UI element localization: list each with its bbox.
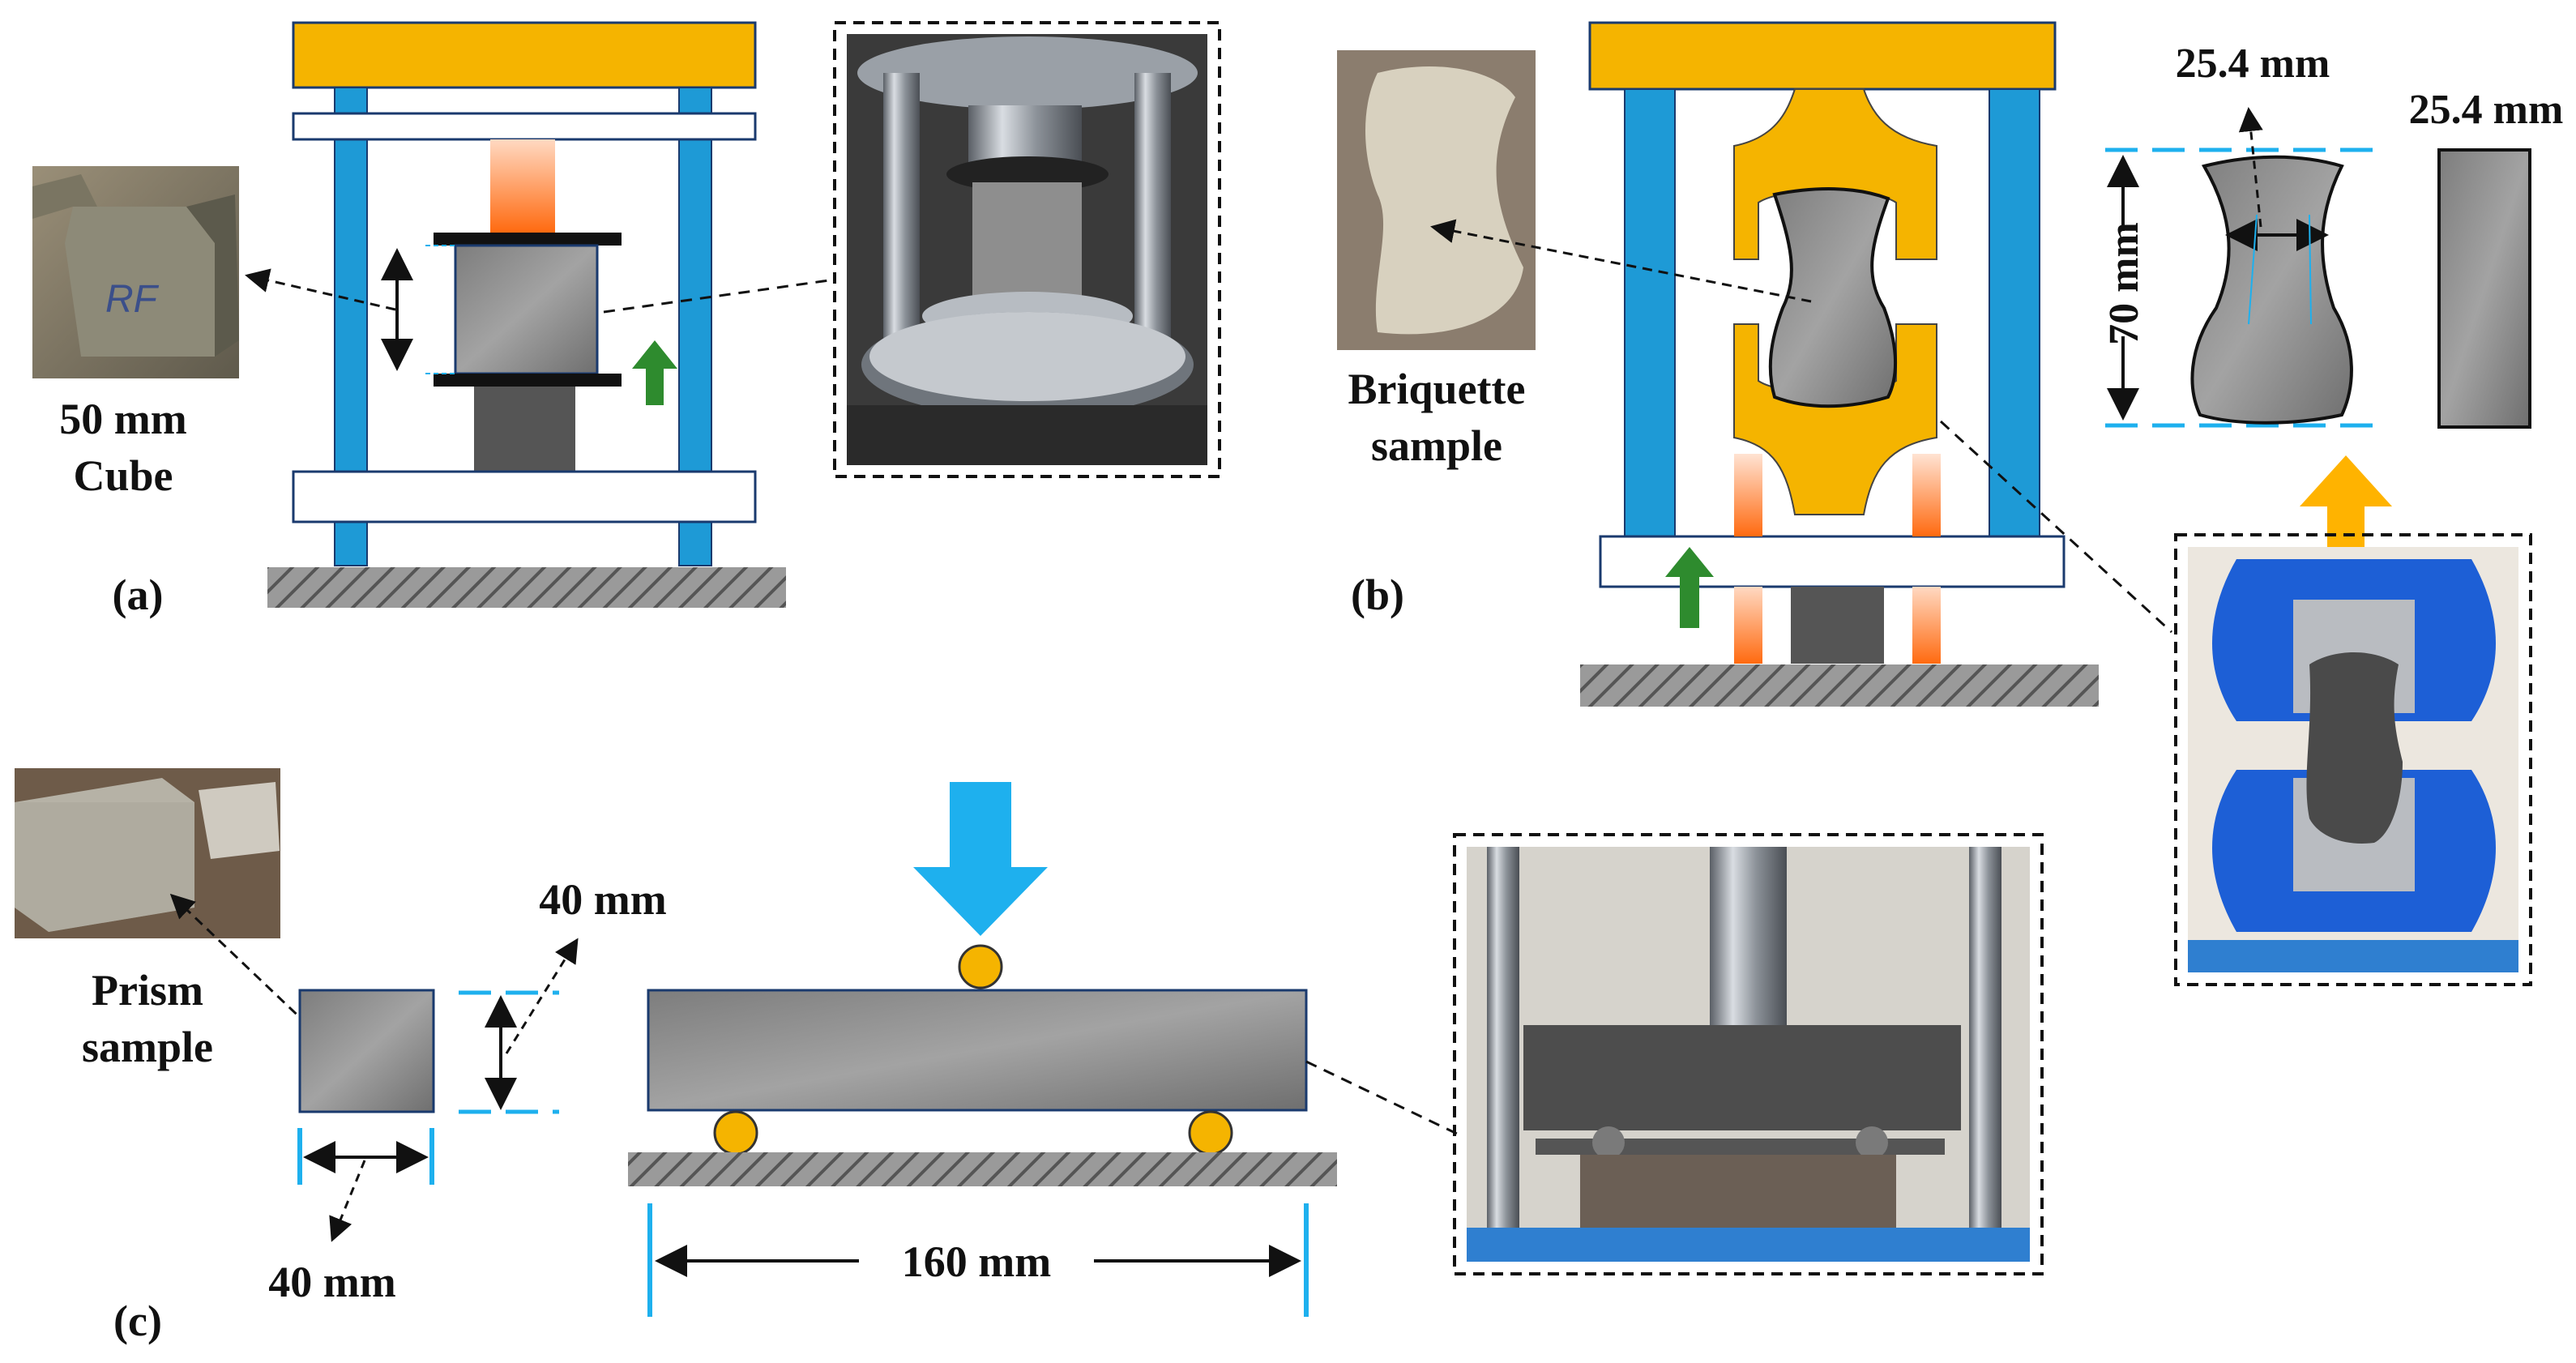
cube-specimen	[454, 244, 599, 375]
support-roller-right	[1188, 1110, 1233, 1156]
upper-platen	[434, 233, 622, 246]
panel-a: RF 50 mm Cube (a)	[32, 21, 1221, 619]
flexure-setup: 160 mm	[628, 782, 1337, 1317]
briquette-specimen	[1768, 187, 1897, 408]
panel-c-label: (c)	[113, 1297, 162, 1345]
frame-column-left-b	[1624, 88, 1676, 544]
frame-top-beam	[292, 21, 757, 89]
ground-base-b	[1580, 664, 2099, 707]
lower-platen	[434, 374, 622, 387]
left-ram-b	[1734, 454, 1762, 536]
prism-caption-line2: sample	[82, 1023, 213, 1071]
support-roller-left	[713, 1110, 758, 1156]
tension-frame	[1580, 21, 2099, 707]
prism-height-dim: 40 mm	[539, 875, 666, 924]
prism-width-dim: 40 mm	[268, 1258, 395, 1306]
lower-ram	[474, 387, 575, 472]
prism-span-dim: 160 mm	[902, 1237, 1051, 1286]
orange-pull-arrow	[2300, 455, 2392, 567]
prism-beam	[647, 989, 1308, 1112]
prism-caption-line1: Prism	[92, 966, 203, 1015]
briquette-dimension-drawing: 70 mm 25.4 mm 25.4 mm	[2101, 41, 2564, 429]
lower-crosshead-b	[1599, 535, 2065, 588]
tension-machine-photo	[2174, 533, 2532, 986]
panel-b: Briquette sample (b)	[1337, 21, 2564, 986]
briquette-caption-line2: sample	[1371, 421, 1502, 470]
briquette-thickness-dim: 25.4 mm	[2409, 87, 2564, 133]
briquette-side-view	[2437, 148, 2531, 429]
green-up-arrow-a	[632, 340, 677, 405]
cube-photo-marking: RF	[105, 278, 160, 321]
briquette-caption-line1: Briquette	[1348, 365, 1526, 413]
panel-a-label: (a)	[113, 570, 164, 619]
loading-roller	[958, 944, 1003, 989]
upper-ram	[490, 139, 555, 233]
briquette-length-dim: 70 mm	[2101, 222, 2147, 345]
briquette-width-dim: 25.4 mm	[2176, 41, 2330, 87]
panel-c: Prism sample (c) 40 mm 40 mm 160 mm	[15, 768, 2044, 1345]
frame-column-right-b	[1989, 88, 2040, 544]
lower-ram-b	[1791, 587, 1884, 664]
compression-frame	[267, 21, 786, 608]
flexure-machine-photo	[1453, 833, 2044, 1275]
cube-caption-line1: 50 mm	[59, 395, 186, 443]
prism-cross-section	[298, 989, 435, 1113]
upper-crosshead	[292, 112, 757, 141]
frame-top-beam-b	[1588, 21, 2057, 91]
green-up-arrow-b	[1665, 547, 1714, 628]
cube-caption-line2: Cube	[73, 451, 173, 500]
compression-machine-photo	[833, 21, 1221, 478]
panel-b-label: (b)	[1351, 570, 1404, 619]
cube-sample-photo: RF	[32, 166, 239, 378]
prism-sample-photo	[15, 768, 280, 938]
ground-base-c	[628, 1152, 1337, 1186]
lower-crosshead	[292, 470, 757, 523]
ground-base-a	[267, 567, 786, 608]
right-ram-b	[1912, 454, 1941, 536]
blue-load-arrow	[913, 782, 1048, 936]
briquette-sample-photo	[1337, 50, 1536, 350]
